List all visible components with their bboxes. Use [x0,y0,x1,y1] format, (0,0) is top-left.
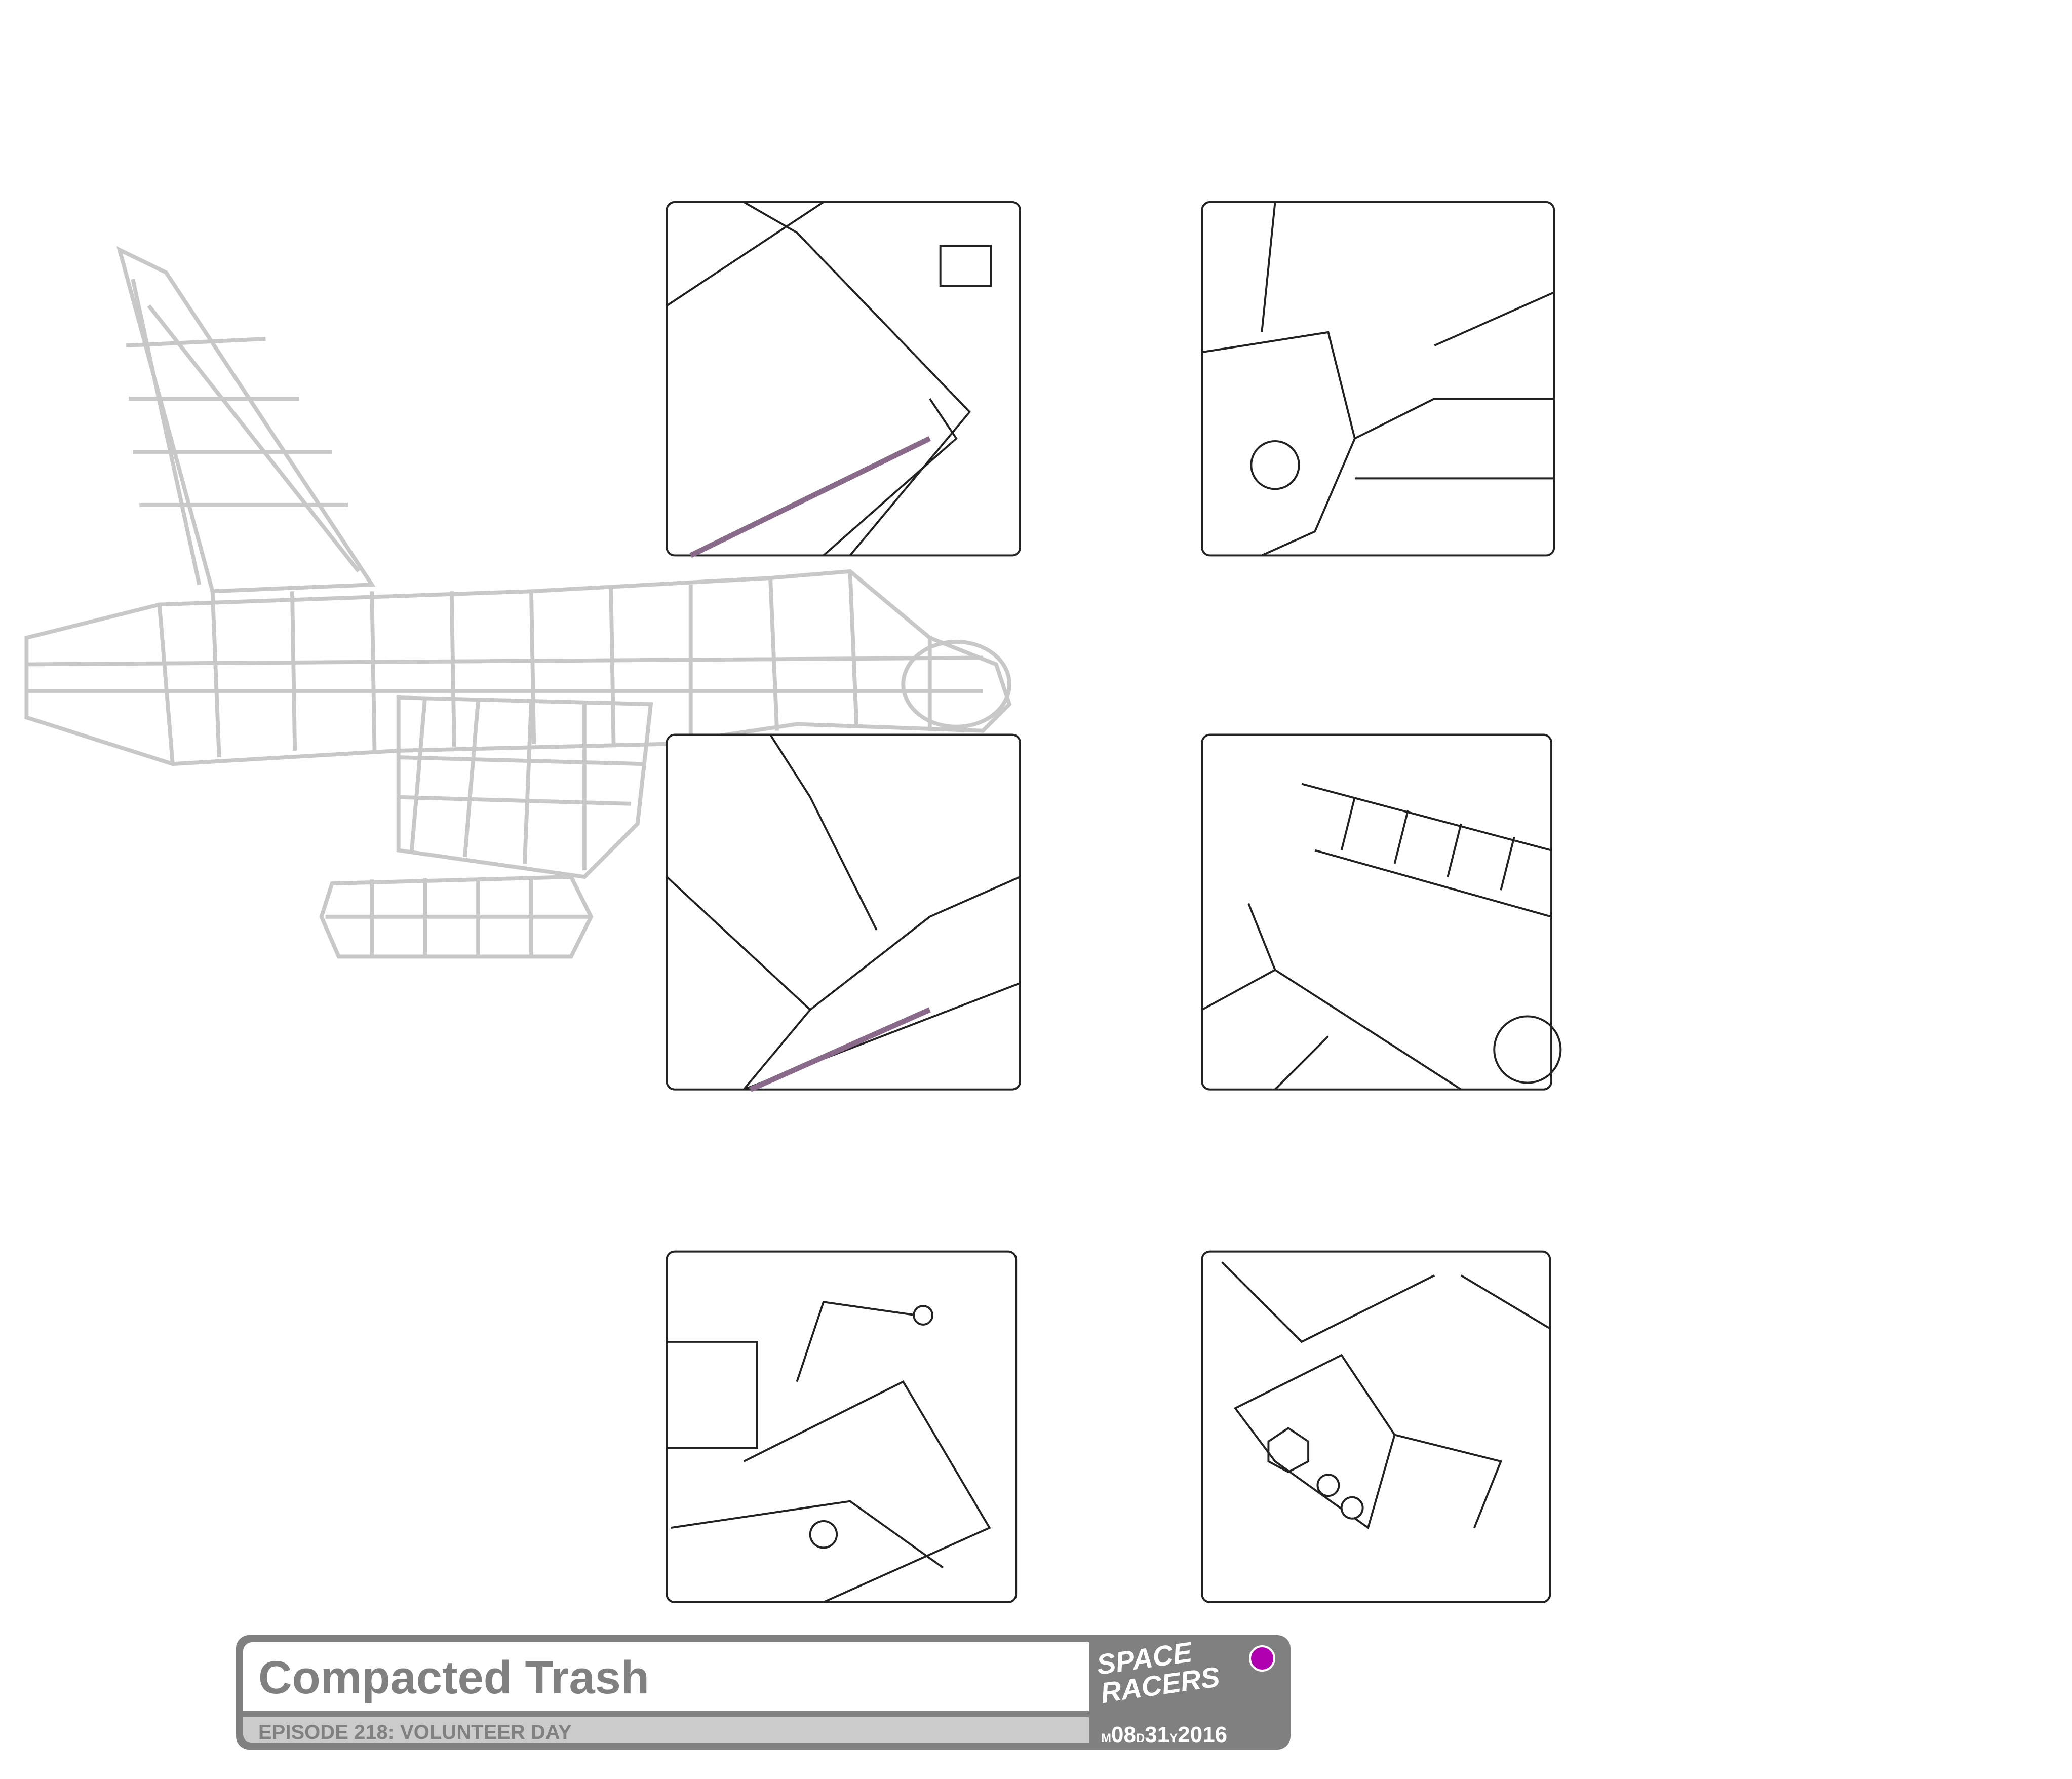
day-label: D [1136,1731,1145,1745]
year: 2016 [1178,1722,1228,1747]
trash-tiles [666,201,1562,1603]
trash-tile-2 [1201,201,1555,557]
trash-tile-5 [666,1250,1018,1603]
trash-tile-4 [1201,733,1562,1091]
month: 08 [1111,1722,1136,1747]
spaceship-wireframe [24,246,1012,959]
trash-tile-3 [666,733,1021,1092]
episode-subtitle: EPISODE 218: VOLUNTEER DAY [258,1721,572,1744]
month-label: M [1101,1731,1111,1745]
trash-tile-6 [1201,1250,1551,1603]
trash-tile-1 [666,201,1021,558]
title-panel: Compacted Trash [243,1642,1089,1711]
page-title: Compacted Trash [258,1652,649,1704]
year-label: Y [1169,1731,1178,1745]
space-racers-logo: SPACE RACERS [1094,1636,1222,1709]
title-block: Compacted Trash EPISODE 218: VOLUNTEER D… [236,1635,1291,1750]
subtitle-panel: EPISODE 218: VOLUNTEER DAY [243,1717,1089,1744]
status-dot-icon [1249,1645,1275,1672]
date-stamp: M08D31Y2016 [1101,1722,1227,1748]
day: 31 [1145,1722,1170,1747]
